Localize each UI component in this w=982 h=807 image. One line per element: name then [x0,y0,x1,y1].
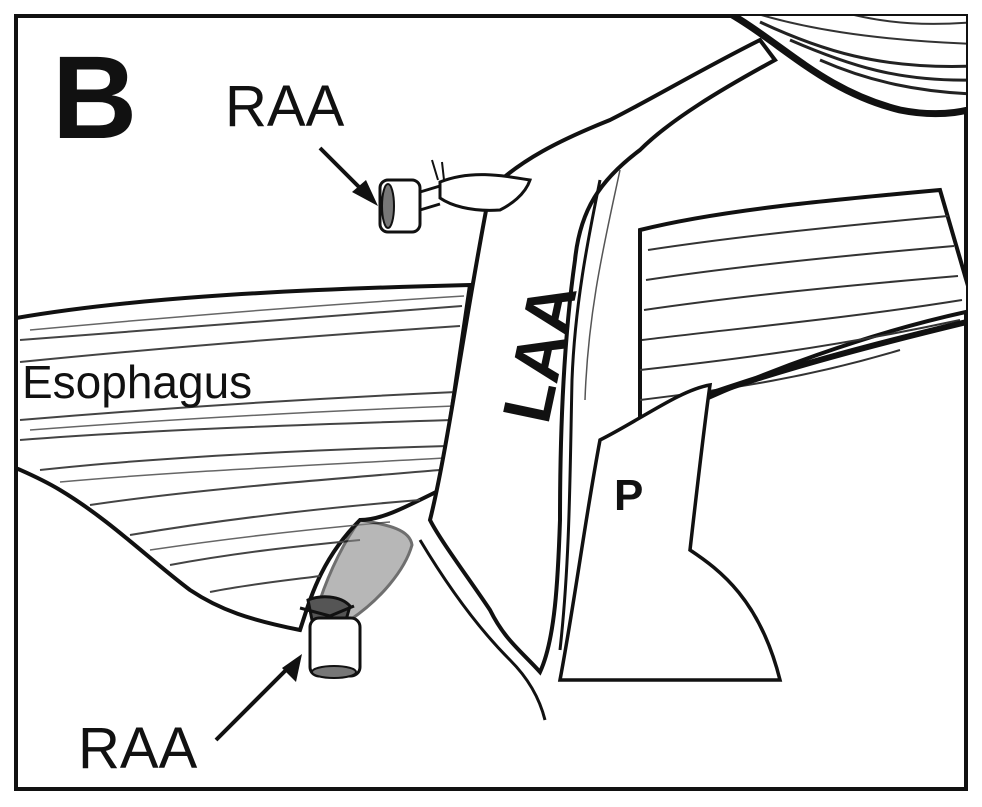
label-esophagus: Esophagus [22,356,252,408]
label-raa-top: RAA [225,74,345,139]
panel-label: B [52,32,137,164]
label-p: P [614,471,643,520]
label-raa-bottom: RAA [78,716,198,781]
